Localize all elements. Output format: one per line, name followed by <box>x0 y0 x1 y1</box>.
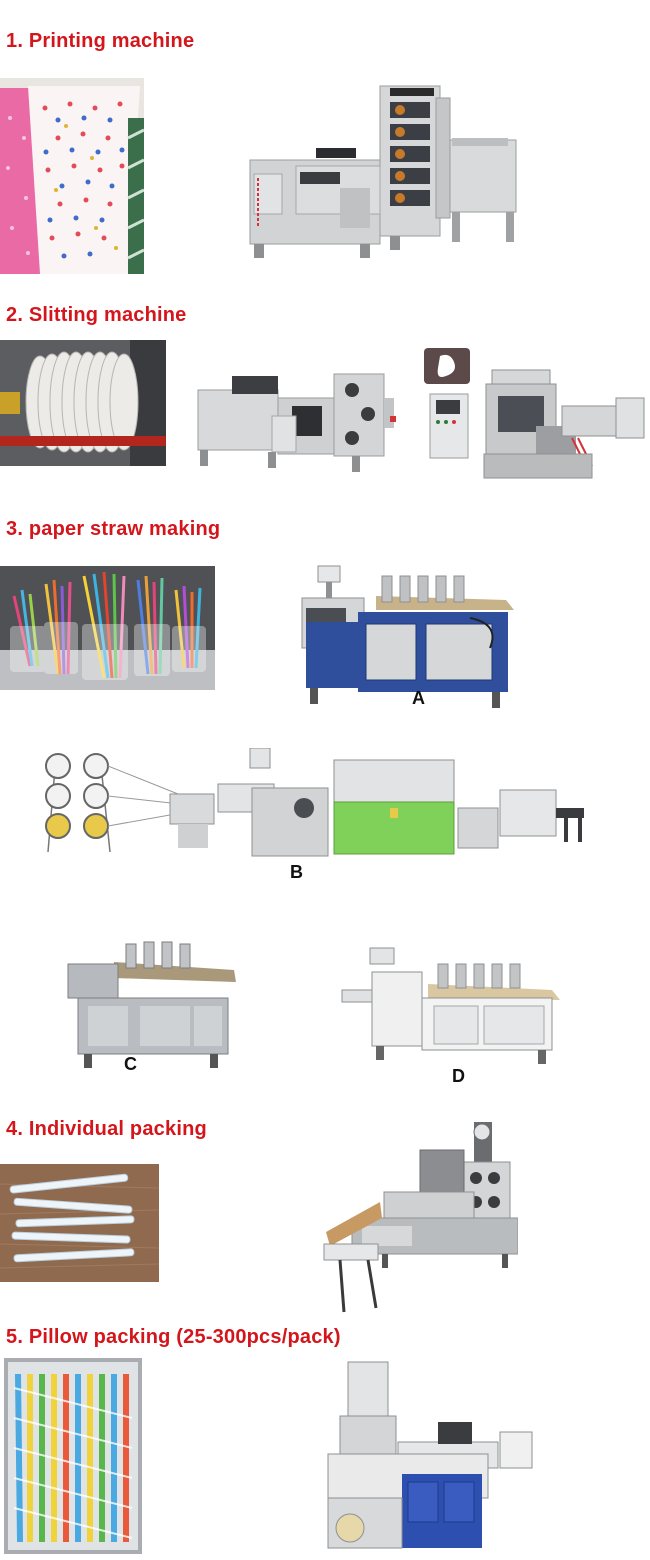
straw-machine-d-icon <box>338 944 562 1068</box>
paper-cup-photo <box>0 78 144 274</box>
control-cabinet-icon <box>422 348 474 462</box>
label-d: D <box>452 1066 465 1086</box>
section-title-straw: 3. paper straw making <box>6 518 221 540</box>
slitting-machine-icon <box>192 368 402 474</box>
pillow-packing-machine-icon <box>318 1358 536 1554</box>
section-title-individual: 4. Individual packing <box>6 1118 207 1140</box>
wrapped-straws-photo <box>0 1164 159 1282</box>
straw-machine-c-icon <box>64 938 240 1072</box>
straw-machine-b-icon <box>38 748 588 862</box>
printing-machine-icon <box>240 78 525 266</box>
individual-packing-machine-icon <box>322 1122 518 1316</box>
rewinder-machine-icon <box>476 366 650 488</box>
section-title-pillow: 5. Pillow packing (25-300pcs/pack) <box>6 1326 341 1348</box>
label-b: B <box>290 862 303 882</box>
straw-machine-a-icon <box>296 562 518 714</box>
section-title-printing: 1. Printing machine <box>6 30 195 52</box>
paper-roll-photo <box>0 340 166 466</box>
label-c: C <box>124 1054 137 1074</box>
section-title-slitting: 2. Slitting machine <box>6 304 187 326</box>
paper-straws-photo <box>0 566 215 690</box>
pillow-pack-photo <box>4 1358 142 1554</box>
label-a: A <box>412 688 425 708</box>
